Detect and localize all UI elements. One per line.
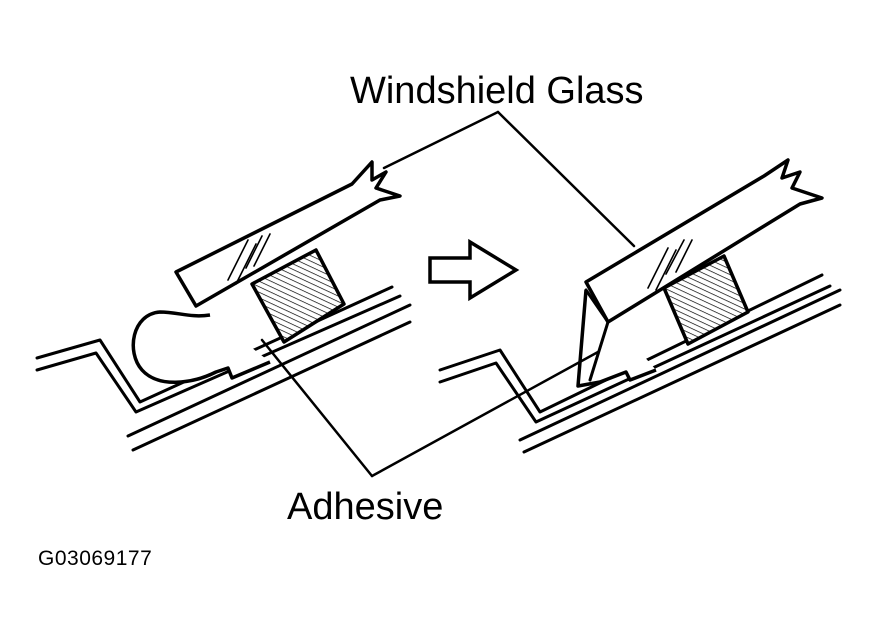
left-glass-shine: [227, 233, 271, 285]
right-body-panel-edge-2: [522, 303, 842, 454]
leader-glass-left: [382, 110, 500, 170]
left-windshield-glass: [174, 160, 402, 308]
right-windshield-glass: [584, 158, 824, 324]
right-body-panel-lower: [438, 284, 832, 424]
left-bulb-seal: [131, 310, 271, 384]
right-adhesive-bead: [662, 254, 750, 346]
leader-glass-right: [496, 110, 636, 248]
left-body-panel-edge: [126, 303, 412, 438]
right-body-panel-edge: [518, 288, 842, 442]
leader-lines: [260, 110, 636, 478]
right-assembly: [438, 158, 842, 454]
leader-adhesive-right: [370, 350, 600, 478]
right-glass-shine: [647, 239, 693, 291]
right-body-panel-upper: [438, 273, 824, 414]
left-adhesive-bead: [250, 248, 346, 344]
figure-code-label: G03069177: [38, 547, 153, 570]
adhesive-label: Adhesive: [287, 486, 444, 528]
left-body-panel-lower: [35, 294, 402, 414]
windshield-glass-label: Windshield Glass: [350, 70, 644, 112]
left-body-panel-edge-2: [131, 320, 412, 452]
right-lip-seal: [576, 289, 657, 388]
left-assembly: [35, 160, 412, 452]
leader-adhesive-left: [260, 338, 374, 478]
right-arrow-icon: [428, 238, 520, 302]
